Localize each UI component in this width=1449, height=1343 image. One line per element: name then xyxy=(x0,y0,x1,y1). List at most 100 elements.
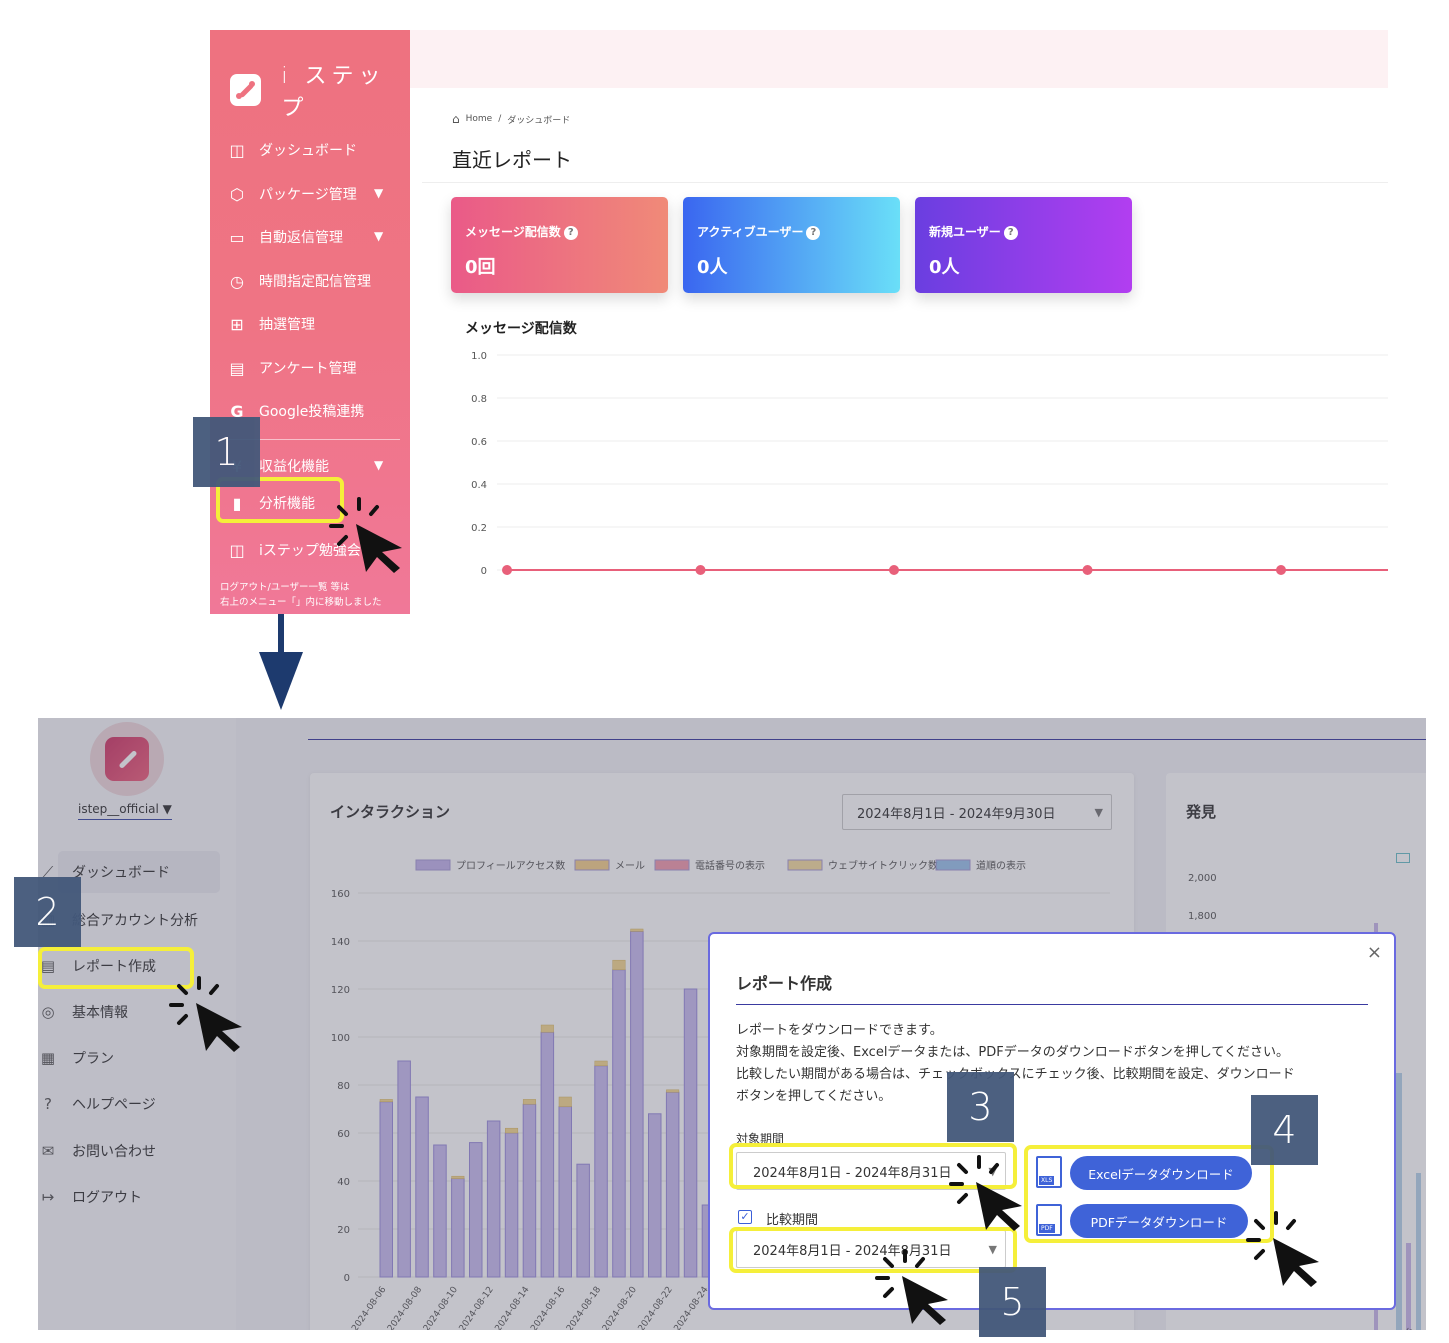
breadcrumb-separator: / xyxy=(498,114,502,124)
sidebar-item-help[interactable]: ? ヘルプページ xyxy=(38,1094,156,1114)
target-period-label: 対象期間 xyxy=(736,1132,785,1146)
click-cursor-icon xyxy=(329,497,402,573)
step-badge-4: 4 xyxy=(1251,1095,1318,1165)
compare-period-select[interactable]: 2024年8月1日 - 2024年8月31日 ▼ xyxy=(736,1230,1006,1268)
sidebar-item-package[interactable]: ⬡ パッケージ管理 xyxy=(226,184,357,204)
y-tick-label: 0.4 xyxy=(471,480,487,491)
clock-icon: ◷ xyxy=(230,271,244,291)
account-selector[interactable]: istep__official ▼ xyxy=(78,802,172,820)
sidebar-item-study[interactable]: ◫ iステップ勉強会 xyxy=(226,540,360,560)
sidebar-item-lottery[interactable]: ⊞ 抽選管理 xyxy=(226,314,315,334)
legend-swatch xyxy=(574,859,610,871)
breadcrumb: ⌂ Home / ダッシュボード xyxy=(452,112,570,126)
data-point xyxy=(1276,565,1286,575)
bar xyxy=(648,1113,662,1278)
sidebar-item-auto-reply[interactable]: ▭ 自動返信管理 xyxy=(226,227,343,247)
y-tick-label: 0 xyxy=(344,1273,350,1284)
y-tick-label: 20 xyxy=(337,1225,350,1236)
stat-card-messages: メッセージ配信数? 0回 xyxy=(451,197,668,293)
sidebar-item-survey[interactable]: ▤ アンケート管理 xyxy=(226,358,356,378)
book-icon: ◫ xyxy=(229,540,245,560)
profile-icon: ◎ xyxy=(41,1003,55,1021)
y-tick-label: 0.2 xyxy=(471,523,487,534)
bar xyxy=(486,1120,501,1278)
step-badge-1: 1 xyxy=(193,417,260,487)
data-point xyxy=(695,565,706,575)
sidebar-item-plan[interactable]: ▦ プラン xyxy=(38,1048,114,1068)
logo-icon xyxy=(105,737,149,781)
legend-swatch xyxy=(415,859,451,871)
bar xyxy=(576,1163,590,1278)
sidebar-item-dashboard[interactable]: ⟋ ダッシュボード xyxy=(38,862,170,882)
discovery-title: 発見 xyxy=(1186,803,1217,821)
interaction-date-select[interactable]: 2024年8月1日 - 2024年9月30日 ▼ xyxy=(842,794,1112,830)
mail-icon: ✉ xyxy=(41,1142,55,1160)
bar-cap xyxy=(451,1175,465,1179)
top-main: ⌂ Home / ダッシュボード 直近レポート メッセージ配信数? 0回 アクテ… xyxy=(422,88,1388,614)
compare-checkbox[interactable]: ✓ xyxy=(738,1210,752,1224)
chevron-down-icon[interactable]: ▼ xyxy=(374,186,384,200)
sidebar-divider xyxy=(222,439,400,440)
step-badge-2: 2 xyxy=(14,877,81,947)
modal-divider xyxy=(736,1004,1368,1005)
y-tick-label: 120 xyxy=(331,985,350,996)
breadcrumb-home[interactable]: Home xyxy=(465,114,493,124)
sidebar-item-dashboard[interactable]: ◫ ダッシュボード xyxy=(226,140,357,160)
y-tick-label: 0.8 xyxy=(471,394,487,405)
bar-cap xyxy=(558,1096,572,1107)
chevron-down-icon[interactable]: ▼ xyxy=(374,229,384,243)
trend-icon: ⟋ xyxy=(42,863,54,881)
bar xyxy=(683,988,698,1278)
stat-card-active-users: アクティブユーザー? 0人 xyxy=(683,197,900,293)
legend-label: ウェブサイトクリック数 xyxy=(828,859,938,872)
bar-cap xyxy=(666,1089,680,1093)
bar xyxy=(415,1096,429,1278)
bar xyxy=(397,1060,411,1278)
y-tick-label: 0 xyxy=(481,566,487,577)
layout-icon: ◫ xyxy=(229,140,245,160)
sidebar-note: ログアウト/ユーザー一覧 等は 右上のメニュー「」内に移動しました xyxy=(220,582,382,608)
y-tick-label: 60 xyxy=(337,1129,350,1140)
sidebar-item-contact[interactable]: ✉ お問い合わせ xyxy=(38,1141,156,1161)
discovery-bar xyxy=(1416,1173,1421,1330)
chevron-down-icon[interactable]: ▼ xyxy=(374,458,384,472)
header-rule xyxy=(308,739,1426,740)
excel-download-button[interactable]: Excelデータダウンロード xyxy=(1070,1156,1252,1190)
top-header xyxy=(410,30,1388,88)
chart-title: メッセージ配信数 xyxy=(465,321,577,337)
interaction-title: インタラクション xyxy=(330,803,451,821)
home-icon[interactable]: ⌂ xyxy=(452,112,460,126)
close-icon[interactable]: × xyxy=(1366,942,1382,963)
legend-label: プロフィールアクセス数 xyxy=(456,859,565,872)
sidebar: istep__official ▼ ⟋ ダッシュボード ▥ 総合アカウント分析 … xyxy=(38,718,236,1330)
avatar[interactable] xyxy=(90,722,164,796)
sidebar-item-analytics[interactable]: ▮ 分析機能 xyxy=(226,493,315,513)
legend-swatch xyxy=(654,859,690,871)
y-tick-label: 100 xyxy=(331,1033,350,1044)
sidebar-item-google[interactable]: G Google投稿連携 xyxy=(226,401,364,421)
grid-icon: ▦ xyxy=(40,1049,56,1067)
highlight-analytics xyxy=(216,477,344,523)
pdf-download-button[interactable]: PDFデータダウンロード xyxy=(1070,1204,1248,1238)
discovery-bar xyxy=(1406,1243,1411,1330)
compare-period-label: 比較期間 xyxy=(766,1213,819,1228)
google-icon: G xyxy=(230,401,244,421)
help-icon[interactable]: ? xyxy=(806,226,821,240)
sidebar-item-logout[interactable]: ↦ ログアウト xyxy=(38,1187,142,1207)
logout-icon: ↦ xyxy=(41,1188,55,1206)
chevron-down-icon: ▼ xyxy=(988,1242,997,1256)
xls-file-icon: XLS xyxy=(1036,1156,1062,1188)
sidebar-item-report[interactable]: ▤ レポート作成 xyxy=(38,956,156,976)
modal-description: レポートをダウンロードできます。 対象期間を設定後、Excelデータまたは、PD… xyxy=(736,1023,1295,1104)
bar-cap xyxy=(379,1099,393,1103)
brand[interactable]: i ステップ xyxy=(230,58,410,122)
sidebar-item-scheduled[interactable]: ◷ 時間指定配信管理 xyxy=(226,271,371,291)
sidebar-item-basic-info[interactable]: ◎ 基本情報 xyxy=(38,1002,128,1022)
data-point xyxy=(502,565,512,575)
help-icon[interactable]: ? xyxy=(1003,226,1018,240)
bar-cap xyxy=(612,959,626,971)
help-icon[interactable]: ? xyxy=(563,226,578,240)
gift-icon: ⊞ xyxy=(230,314,244,334)
highlight-report xyxy=(38,947,194,989)
page-title: 直近レポート xyxy=(452,148,572,172)
